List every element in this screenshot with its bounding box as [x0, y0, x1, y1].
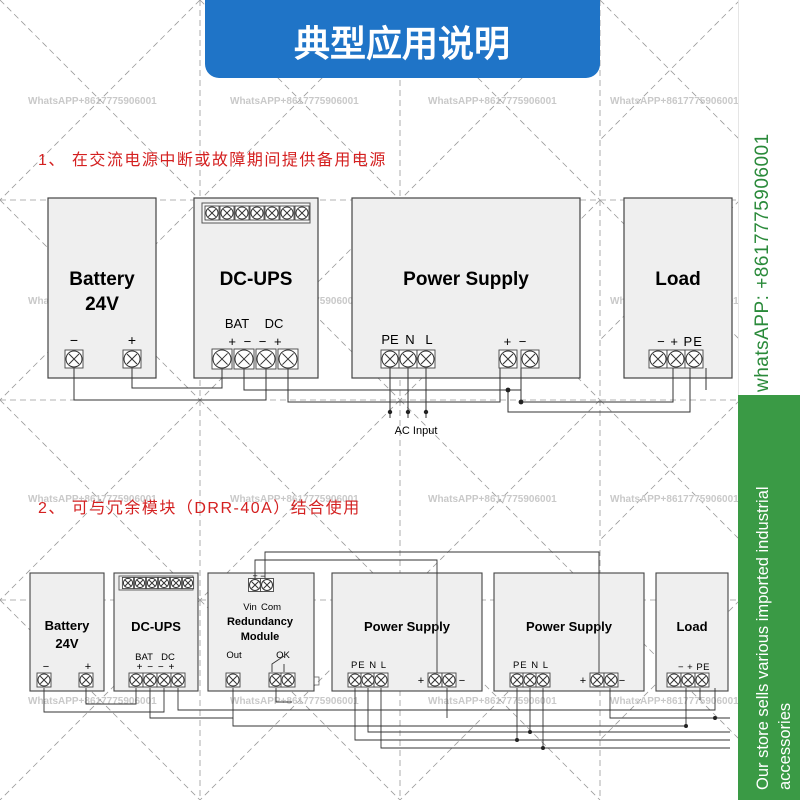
s1-ups-bat: BAT	[225, 316, 249, 331]
s2-load-label: Load	[676, 619, 707, 634]
sidebar-whatsapp-text: whatsAPP: +8617775906001	[752, 133, 773, 392]
s2-ups-box	[113, 572, 199, 692]
s1-load-pins: − + PE	[657, 334, 703, 349]
s1-load-label: Load	[655, 269, 700, 290]
watermark-text: WhatsAPP+8617775906001	[230, 96, 359, 107]
s1-wiring	[73, 368, 707, 418]
s2-psu2-pins: PE N L	[513, 660, 549, 671]
s1-battery-box	[47, 197, 157, 379]
s2-battery-label: Battery	[45, 618, 91, 633]
s1-ups-label: DC-UPS	[220, 269, 293, 290]
s2-psu1-minus: −	[459, 675, 465, 687]
s2-psu2-box	[493, 572, 645, 692]
s2-psu2-plus: +	[580, 675, 586, 687]
s2-wiring	[43, 551, 730, 749]
s1-psu-label: Power Supply	[403, 269, 529, 290]
s2-battery-plus: +	[85, 661, 91, 673]
s2-ups-dc: DC	[161, 652, 175, 663]
s2-ups-label: DC-UPS	[131, 619, 181, 634]
watermark-text: WhatsAPP+8617775906001	[28, 494, 157, 505]
s2-psu1-plus: +	[418, 675, 424, 687]
s2-battery-voltage: 24V	[55, 636, 78, 651]
s2-ups-bat: BAT	[135, 652, 153, 663]
s1-psu-box	[351, 197, 581, 379]
watermark-text: WhatsAPP+8617775906001	[610, 96, 739, 107]
page-title: 典型应用说明	[294, 23, 510, 64]
watermark-text: WhatsAPP+8617775906001	[428, 696, 557, 707]
watermark-text: WhatsAPP+8617775906001	[610, 696, 739, 707]
sidebar-whatsapp-panel	[738, 0, 800, 395]
s1-psu-out: + −	[504, 334, 529, 349]
section2-heading: 2、 可与冗余模块（DRR-40A）结合使用	[38, 498, 361, 517]
s2-red-label2: Module	[241, 631, 280, 643]
s1-junctions	[387, 387, 524, 415]
s2-redundancy-box	[207, 572, 315, 692]
s2-psu1-label: Power Supply	[364, 619, 451, 634]
s2-psu1-pins: PE N L	[351, 660, 387, 671]
s1-battery-plus: +	[128, 332, 136, 348]
s1-ups-box	[193, 197, 319, 379]
s1-battery-minus: −	[70, 332, 78, 348]
s2-psu2-minus: −	[619, 675, 625, 687]
watermark-text: WhatsAPP+8617775906001	[428, 494, 557, 505]
sidebar-store-text: Our store sells various imported industr…	[754, 486, 794, 790]
terminal-blocks	[36, 205, 710, 688]
s2-load-box	[655, 572, 729, 692]
watermark-text: WhatsAPP+8617775906001	[610, 494, 739, 505]
watermark-text: WhatsAPP+8617775906001	[28, 96, 157, 107]
s1-ac-input-label: AC Input	[395, 425, 438, 437]
sidebar-store-panel	[738, 395, 800, 800]
s2-battery-minus: −	[43, 661, 49, 673]
section1-heading: 1、 在交流电源中断或故障期间提供备用电源	[38, 151, 387, 169]
s1-psu-n: N	[405, 332, 414, 347]
s2-red-label: Redundancy	[227, 616, 294, 628]
s1-battery-voltage: 24V	[85, 294, 119, 315]
s2-ok-switch-icon	[271, 655, 285, 672]
watermark-text: WhatsAPP+8617775906001	[428, 96, 557, 107]
s2-psu2-label: Power Supply	[526, 619, 613, 634]
s2-ups-pins: + − − +	[137, 662, 176, 673]
s2-red-com: Com	[261, 602, 281, 613]
s2-red-out: Out	[226, 650, 242, 661]
s2-psu1-box	[331, 572, 483, 692]
s1-ups-dc: DC	[265, 316, 284, 331]
watermark-text: WhatsAPP+8617775906001	[230, 696, 359, 707]
s2-red-vin: Vin	[243, 602, 257, 613]
s1-psu-pe: PE	[381, 332, 399, 347]
s1-battery-label: Battery	[69, 269, 135, 290]
s1-psu-l: L	[425, 332, 432, 347]
watermark-text: WhatsAPP+8617775906001	[230, 494, 359, 505]
s2-red-vin-pins: + −	[252, 571, 265, 581]
s2-load-pins: − + PE	[678, 662, 710, 673]
s1-ups-pins: + − − +	[228, 334, 283, 349]
s2-battery-box	[29, 572, 105, 692]
s2-red-ok: OK	[276, 650, 290, 661]
watermark-text: WhatsAPP+8617775906001	[28, 696, 157, 707]
s1-load-box	[623, 197, 733, 379]
